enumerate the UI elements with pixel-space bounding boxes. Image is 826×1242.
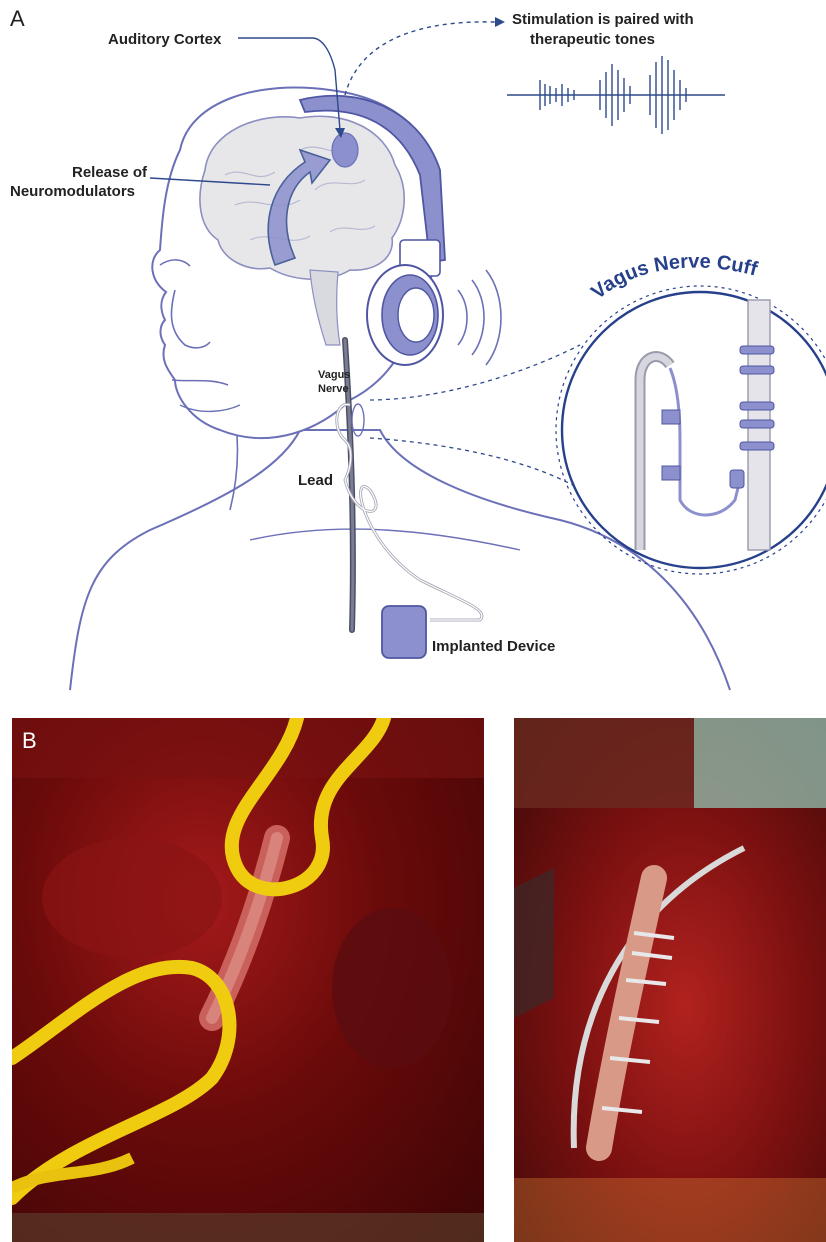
implanted-device: [382, 606, 426, 658]
surgical-photo-left-art: B: [12, 718, 484, 1242]
brain: [200, 116, 404, 279]
surgical-photo-right: [514, 718, 826, 1242]
ear-cup-inner: [398, 288, 434, 342]
surgical-photo-left: B: [12, 718, 484, 1242]
label-vagus-line1: Vagus: [318, 369, 350, 381]
label-stimulation-line1: Stimulation is paired with: [512, 11, 694, 28]
stimulation-arrowhead: [495, 17, 505, 27]
surgical-photo-right-art: [514, 718, 826, 1242]
label-stimulation-line2: therapeutic tones: [530, 31, 655, 48]
lead-wire-inner: [337, 404, 482, 620]
stimulation-dashed-arrow: [345, 22, 495, 95]
cuff-marker: [352, 404, 364, 436]
lead-wire: [337, 404, 482, 620]
panel-a-letter: A: [10, 6, 25, 31]
sound-wave-2: [472, 280, 484, 355]
label-lead: Lead: [298, 472, 333, 489]
label-implanted-device: Implanted Device: [432, 638, 555, 655]
label-release-line2: Neuromodulators: [10, 183, 135, 200]
cuff-zoom-circle: [562, 292, 826, 568]
auditory-cortex-spot: [332, 133, 358, 167]
sound-wave-3: [486, 270, 501, 365]
label-auditory-cortex: Auditory Cortex: [108, 31, 222, 48]
panel-a-illustration: A: [0, 0, 826, 705]
stimulation-waveform: [507, 56, 725, 134]
panel-b-letter: B: [22, 728, 37, 753]
sound-wave-1: [458, 290, 467, 345]
label-release-line1: Release of: [72, 164, 148, 181]
label-vagus-line2: Nerve: [318, 383, 349, 395]
cuff-zoom-line-bottom: [370, 438, 578, 488]
